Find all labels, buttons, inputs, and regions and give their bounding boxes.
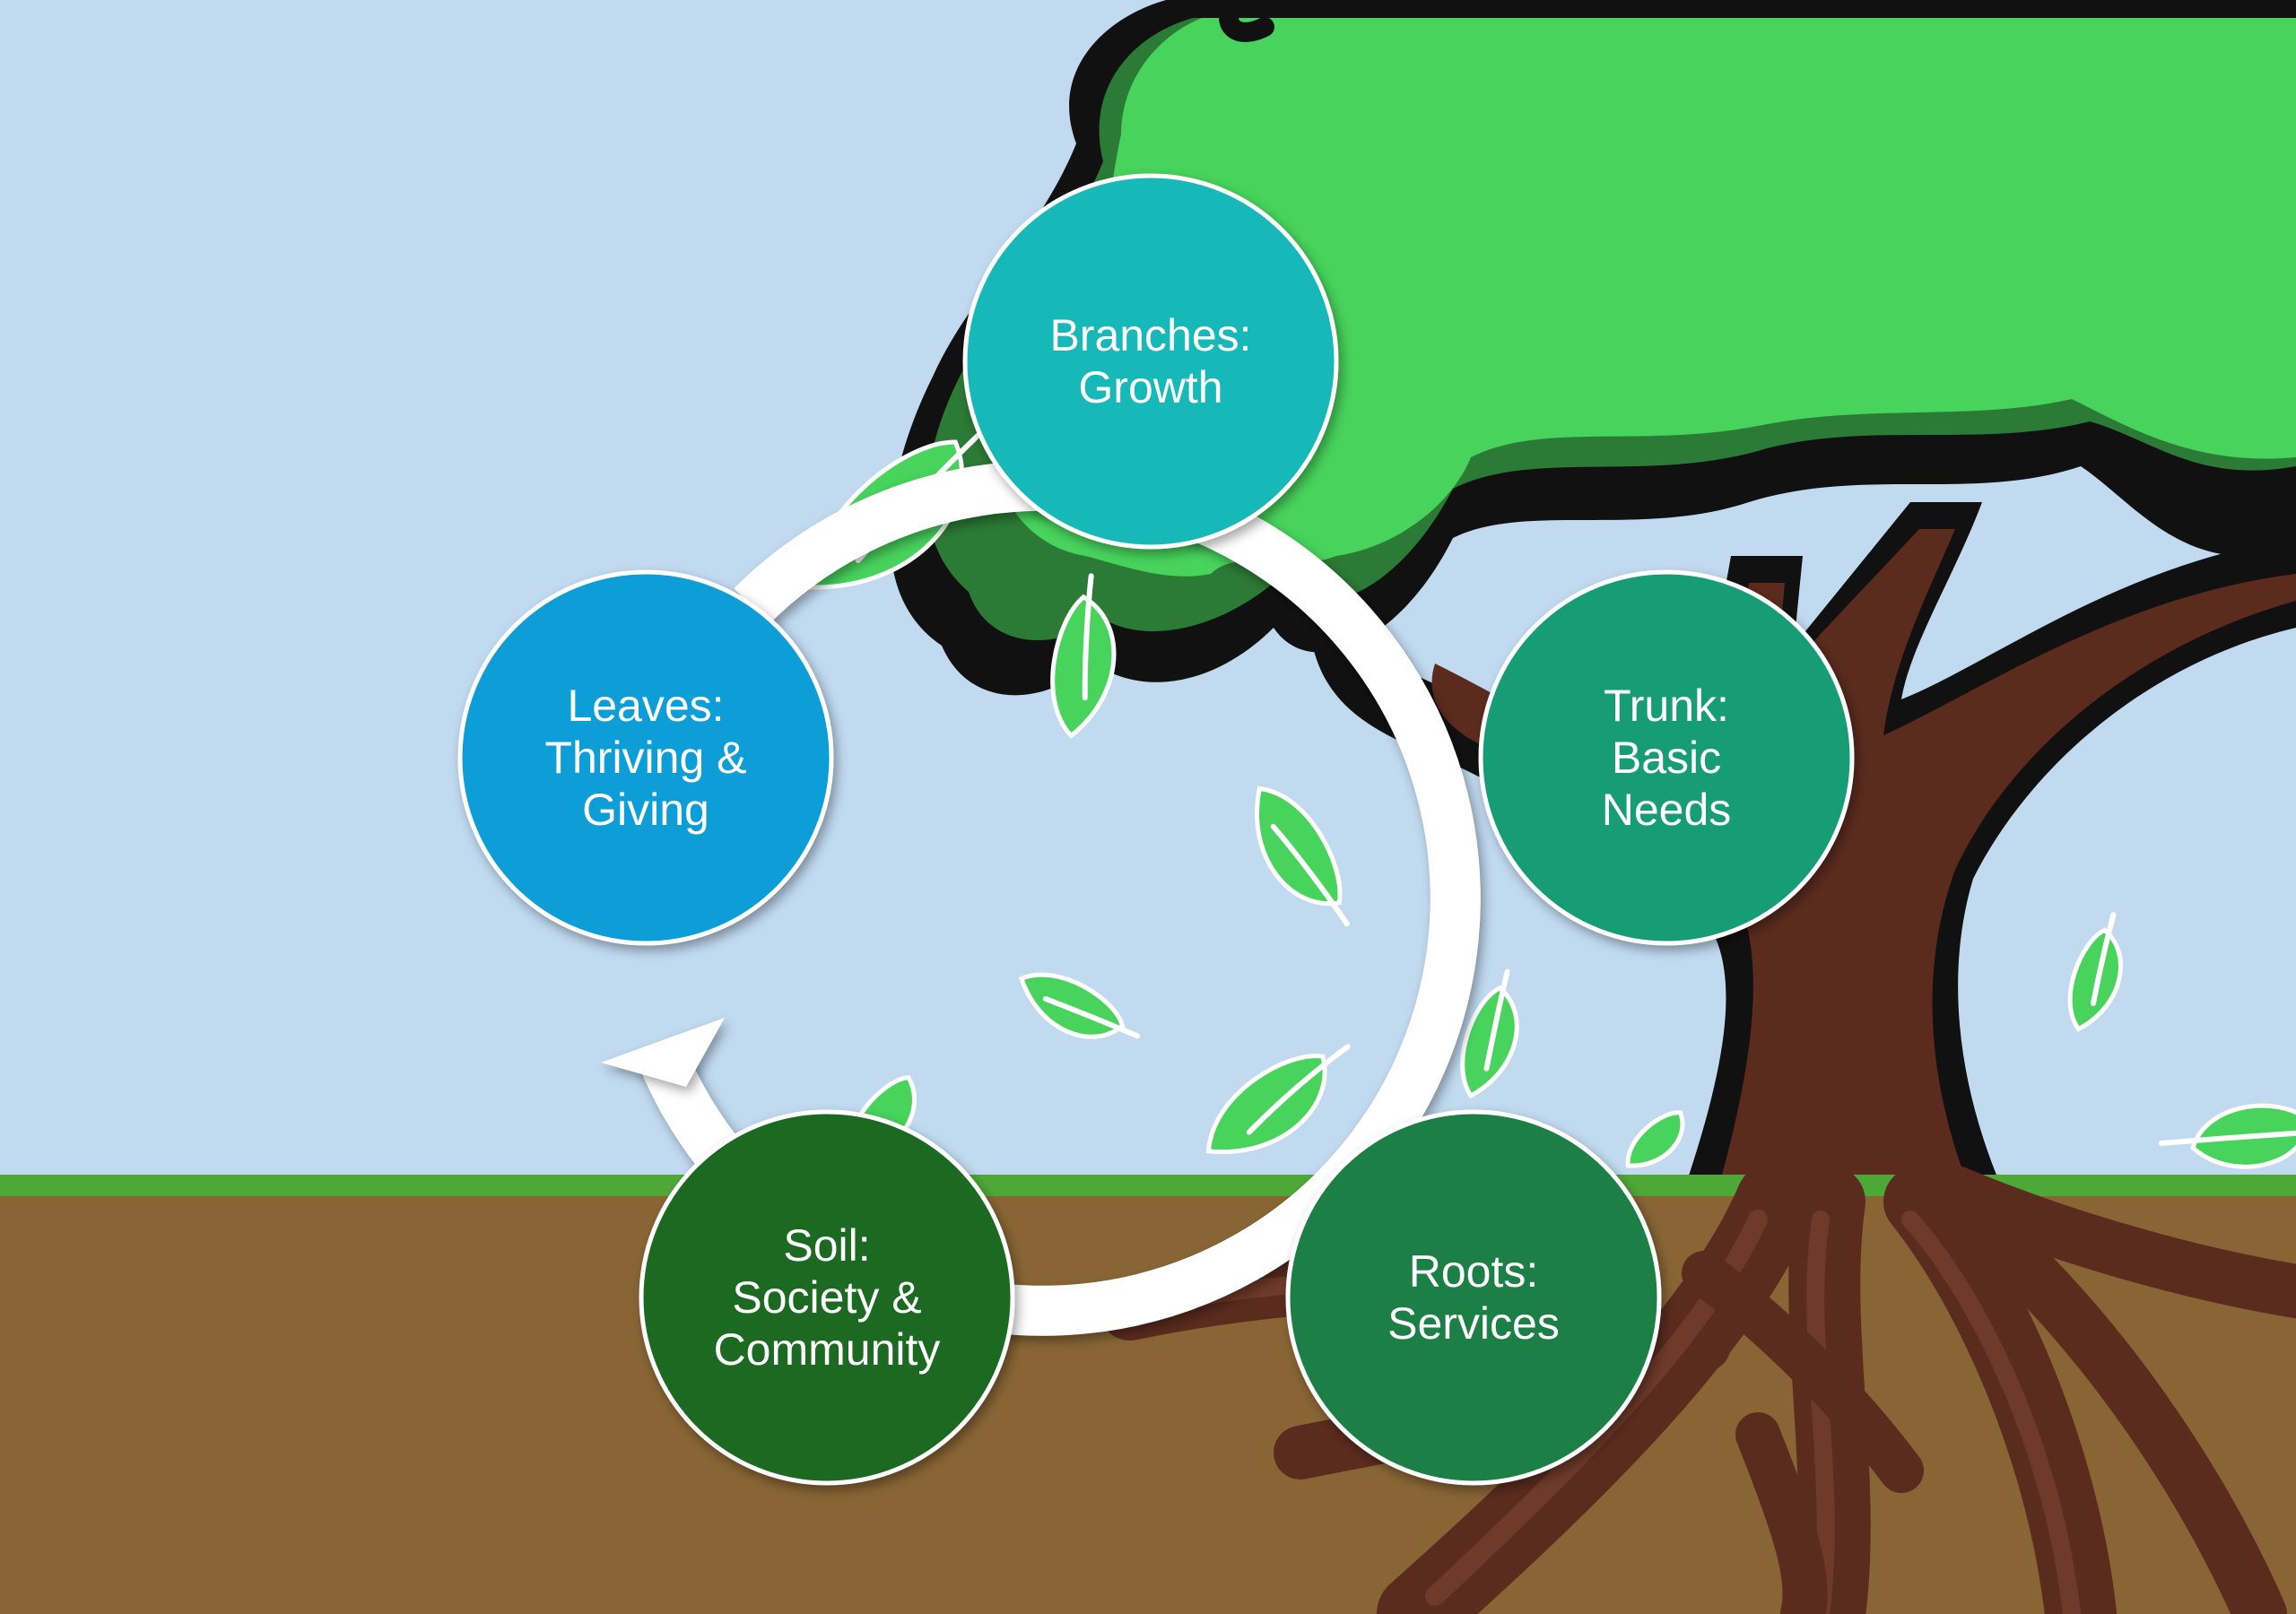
canopy-tip	[1219, 0, 1274, 42]
leaf-6	[1205, 1044, 1351, 1155]
node-trunk-label-3: Needs	[1602, 785, 1732, 835]
node-branches-label-1: Branches:	[1049, 310, 1251, 360]
ground	[0, 1175, 2296, 1614]
leaf-4-vein	[1042, 995, 1141, 1039]
node-leaves-label-3: Giving	[582, 785, 709, 835]
node-leaves-circle	[457, 569, 834, 946]
leaf-5	[1460, 968, 1519, 1099]
node-trunk-circle	[1478, 569, 1855, 946]
node-soil-label-3: Community	[714, 1324, 941, 1375]
node-trunk-label-1: Trunk:	[1604, 681, 1729, 731]
node-leaves: Leaves:Thriving &Giving	[457, 569, 834, 946]
node-leaves-label-1: Leaves:	[567, 681, 724, 731]
node-soil-circle	[639, 1109, 1015, 1486]
node-branches-circle	[962, 173, 1339, 550]
leaf-3	[1255, 785, 1350, 927]
node-soil-label-2: Society &	[732, 1272, 921, 1323]
node-leaves-label-2: Thriving &	[544, 733, 746, 783]
cycle-arrow-head	[601, 1018, 725, 1087]
soil	[0, 1196, 2296, 1614]
leaf-6-vein	[1246, 1044, 1351, 1135]
node-trunk-label-2: Basic	[1612, 733, 1721, 783]
trunk-fill	[1431, 529, 2296, 1175]
node-branches: Branches:Growth	[962, 173, 1339, 550]
leaf-3-vein	[1270, 823, 1350, 927]
leaf-2	[1050, 573, 1117, 739]
leaf-4	[1018, 972, 1141, 1039]
node-soil-label-1: Soil:	[783, 1220, 870, 1271]
leaf-10-body	[1625, 1110, 1685, 1168]
root-right-highlight	[1901, 1210, 2081, 1614]
root-mid-highlight	[1806, 1210, 1835, 1614]
node-roots: Roots:Services	[1285, 1109, 1662, 1486]
leaf-7-vein	[2091, 912, 2117, 1007]
node-roots-label-2: Services	[1387, 1298, 1560, 1349]
leaf-2-vein	[1082, 573, 1094, 701]
leaf-6-body	[1205, 1054, 1327, 1155]
leaf-8	[2159, 1103, 2296, 1169]
leaf-3-body	[1255, 785, 1343, 907]
leaf-5-vein	[1483, 968, 1510, 1072]
node-soil: Soil:Society &Community	[639, 1109, 1015, 1486]
leaf-10	[1625, 1110, 1685, 1168]
node-roots-circle	[1285, 1109, 1662, 1486]
node-branches-label-2: Growth	[1078, 362, 1222, 412]
root-far-right-2	[1946, 1193, 2287, 1614]
root-short-left	[1682, 1251, 1924, 1493]
root-tail-bottom	[1735, 1412, 1828, 1614]
cycle-nodes: Branches:GrowthTrunk:BasicNeedsRoots:Ser…	[457, 173, 1855, 1486]
leaf-7	[2067, 912, 2123, 1032]
node-roots-label-1: Roots:	[1409, 1246, 1539, 1297]
leaf-8-vein	[2159, 1130, 2296, 1146]
